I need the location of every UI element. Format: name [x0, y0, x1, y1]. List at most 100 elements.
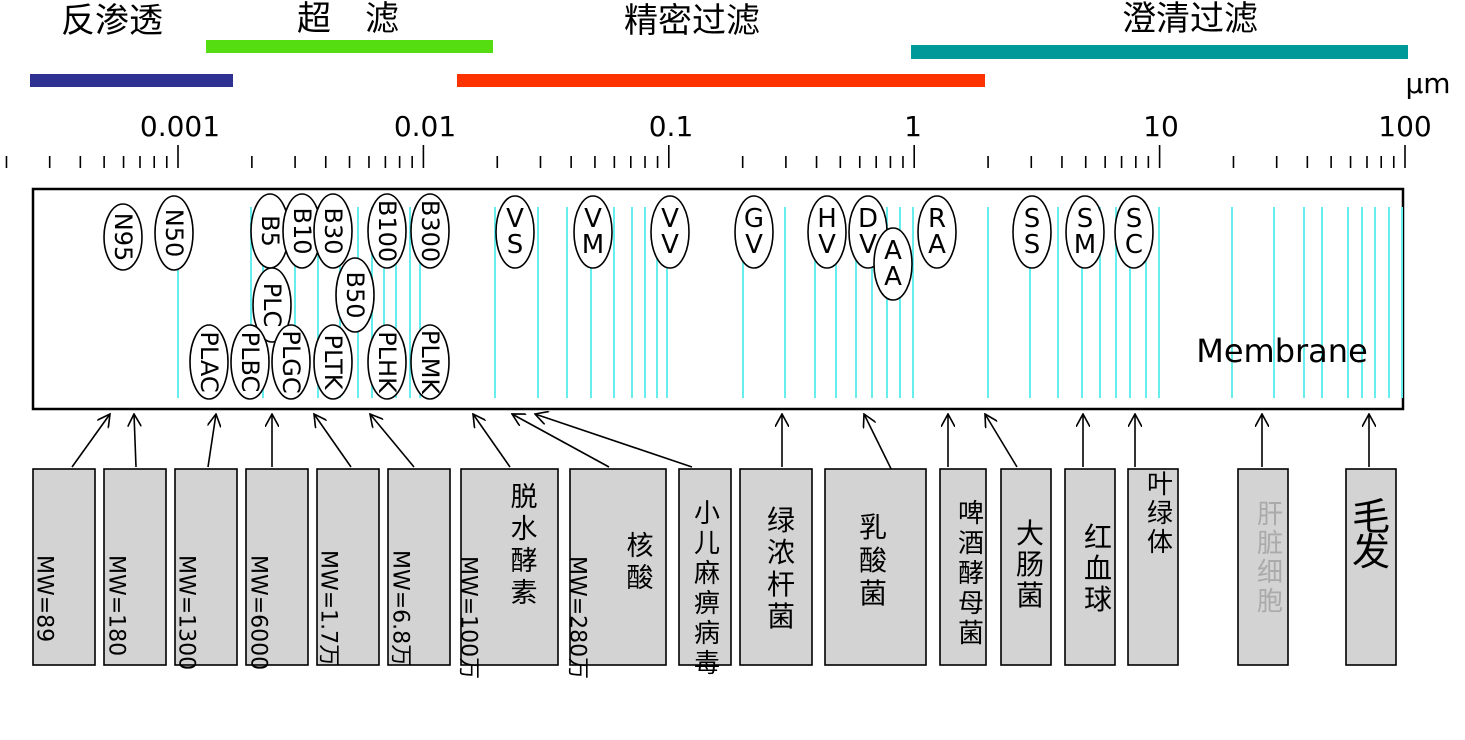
oval-label: B5	[256, 215, 284, 247]
membrane-oval-b5: B5	[250, 193, 290, 269]
membrane-oval-ra: RA	[917, 195, 957, 269]
substance-box	[103, 468, 167, 666]
substance-12: 乳酸菌	[824, 468, 927, 666]
substance-18: 毛发	[1345, 468, 1397, 666]
oval-label: V	[506, 204, 524, 234]
oval-label: N50	[160, 209, 188, 258]
oval-label: S	[507, 230, 524, 260]
substance-label-char: 红	[1084, 521, 1112, 554]
substance-label: MW=1300	[174, 555, 199, 670]
size-arrow	[985, 414, 1018, 468]
substance-label-char: 病	[694, 619, 720, 649]
substance-box	[245, 468, 309, 666]
substance-label-char: 啤	[958, 499, 984, 529]
substance-box	[824, 468, 927, 666]
membrane-oval-n50: N50	[154, 195, 194, 271]
substance-label-char: 菌	[1016, 579, 1044, 612]
size-arrow	[314, 414, 352, 468]
substance-label-char: 菌	[958, 619, 984, 649]
substance-box	[1127, 468, 1179, 666]
substance-label-char: 球	[1084, 583, 1112, 616]
substance-label-char: 脱	[511, 482, 538, 513]
substance-label-char: 毛	[1352, 495, 1390, 539]
oval-label: M	[1074, 230, 1096, 260]
membrane-label: Membrane	[1196, 332, 1368, 370]
substance-label-char: 菌	[767, 600, 795, 633]
substance-box	[739, 468, 813, 666]
substance-label-char: 酵	[511, 546, 538, 577]
substance-label-char: 绿	[1147, 499, 1173, 529]
substance-label: MW=6.8万	[388, 550, 413, 666]
membrane-oval-ss: SS	[1012, 195, 1052, 269]
substance-label-char: 绿	[767, 504, 795, 537]
oval-label: PLHK	[373, 331, 401, 394]
substance-4: MW=1.7万	[316, 468, 380, 666]
substance-box	[678, 468, 732, 666]
oval-label: M	[582, 230, 604, 260]
membrane-oval-b10: B10	[282, 193, 322, 269]
membrane-oval-plc: PLC	[252, 267, 292, 343]
substance-box	[1064, 468, 1116, 666]
substance-label-char: 细	[1257, 558, 1283, 588]
membrane-oval-vs: VS	[495, 195, 535, 269]
substance-label-char: 酸	[627, 563, 654, 594]
substance-8: MW=280万	[565, 468, 667, 679]
membrane-oval-sm: SM	[1065, 195, 1105, 269]
substance-5: MW=6.8万	[387, 468, 451, 666]
process-label-clarify: 澄清过滤	[1122, 0, 1258, 39]
substance-box	[174, 468, 238, 666]
substance-label-char: 小	[694, 499, 720, 529]
substance-3: MW=6000	[245, 468, 309, 670]
membrane-oval-b100: B100	[367, 193, 407, 269]
substance-label: MW=1.7万	[316, 550, 341, 666]
membrane-oval-aa: AA	[873, 227, 913, 301]
process-bar-uf	[206, 40, 493, 53]
substance-6: MW=100万	[456, 468, 559, 679]
substance-label-char: 叶	[1147, 470, 1173, 500]
tick-label-0.001: 0.001	[140, 110, 220, 143]
substance-9: 核酸	[627, 531, 654, 594]
oval-label: D	[858, 204, 878, 234]
substance-label-char: 酒	[958, 529, 984, 559]
oval-label: V	[745, 230, 763, 260]
oval-label: PLGC	[277, 330, 305, 393]
oval-label: B10	[288, 207, 316, 254]
oval-label: B100	[373, 200, 401, 262]
substance-0: MW=89	[32, 468, 96, 666]
oval-label: A	[928, 230, 946, 260]
tick-label-10: 10	[1143, 110, 1179, 143]
oval-label: S	[1024, 204, 1041, 234]
size-arrow	[134, 414, 136, 468]
oval-label: S	[1024, 230, 1041, 260]
membrane-oval-gv: GV	[734, 195, 774, 269]
substance-box	[1000, 468, 1052, 666]
substance-box	[387, 468, 451, 666]
membrane-oval-b300: B300	[410, 193, 450, 269]
size-arrow	[535, 414, 693, 468]
substance-label-char: 血	[1084, 552, 1112, 585]
oval-label: PLMK	[416, 330, 444, 396]
substance-label-char: 肝	[1257, 500, 1283, 530]
oval-label: B30	[319, 207, 347, 254]
substance-box	[939, 468, 987, 666]
process-label-uf: 超 滤	[297, 0, 399, 39]
size-arrows	[71, 414, 1369, 488]
membrane-oval-plac: PLAC	[189, 324, 229, 400]
tick-label-0.1: 0.1	[649, 110, 694, 143]
oval-label: V	[584, 204, 602, 234]
oval-label: A	[884, 262, 902, 292]
substance-label-char: 酵	[958, 559, 984, 589]
oval-label: PLAC	[195, 331, 223, 392]
substance-box	[460, 468, 559, 666]
process-bar-ro	[30, 74, 233, 87]
substance-label-char: 大	[1016, 517, 1044, 550]
substance-box	[1237, 468, 1289, 666]
substance-label-char: 素	[511, 578, 538, 609]
substance-box	[1345, 468, 1397, 666]
substance-box	[32, 468, 96, 666]
